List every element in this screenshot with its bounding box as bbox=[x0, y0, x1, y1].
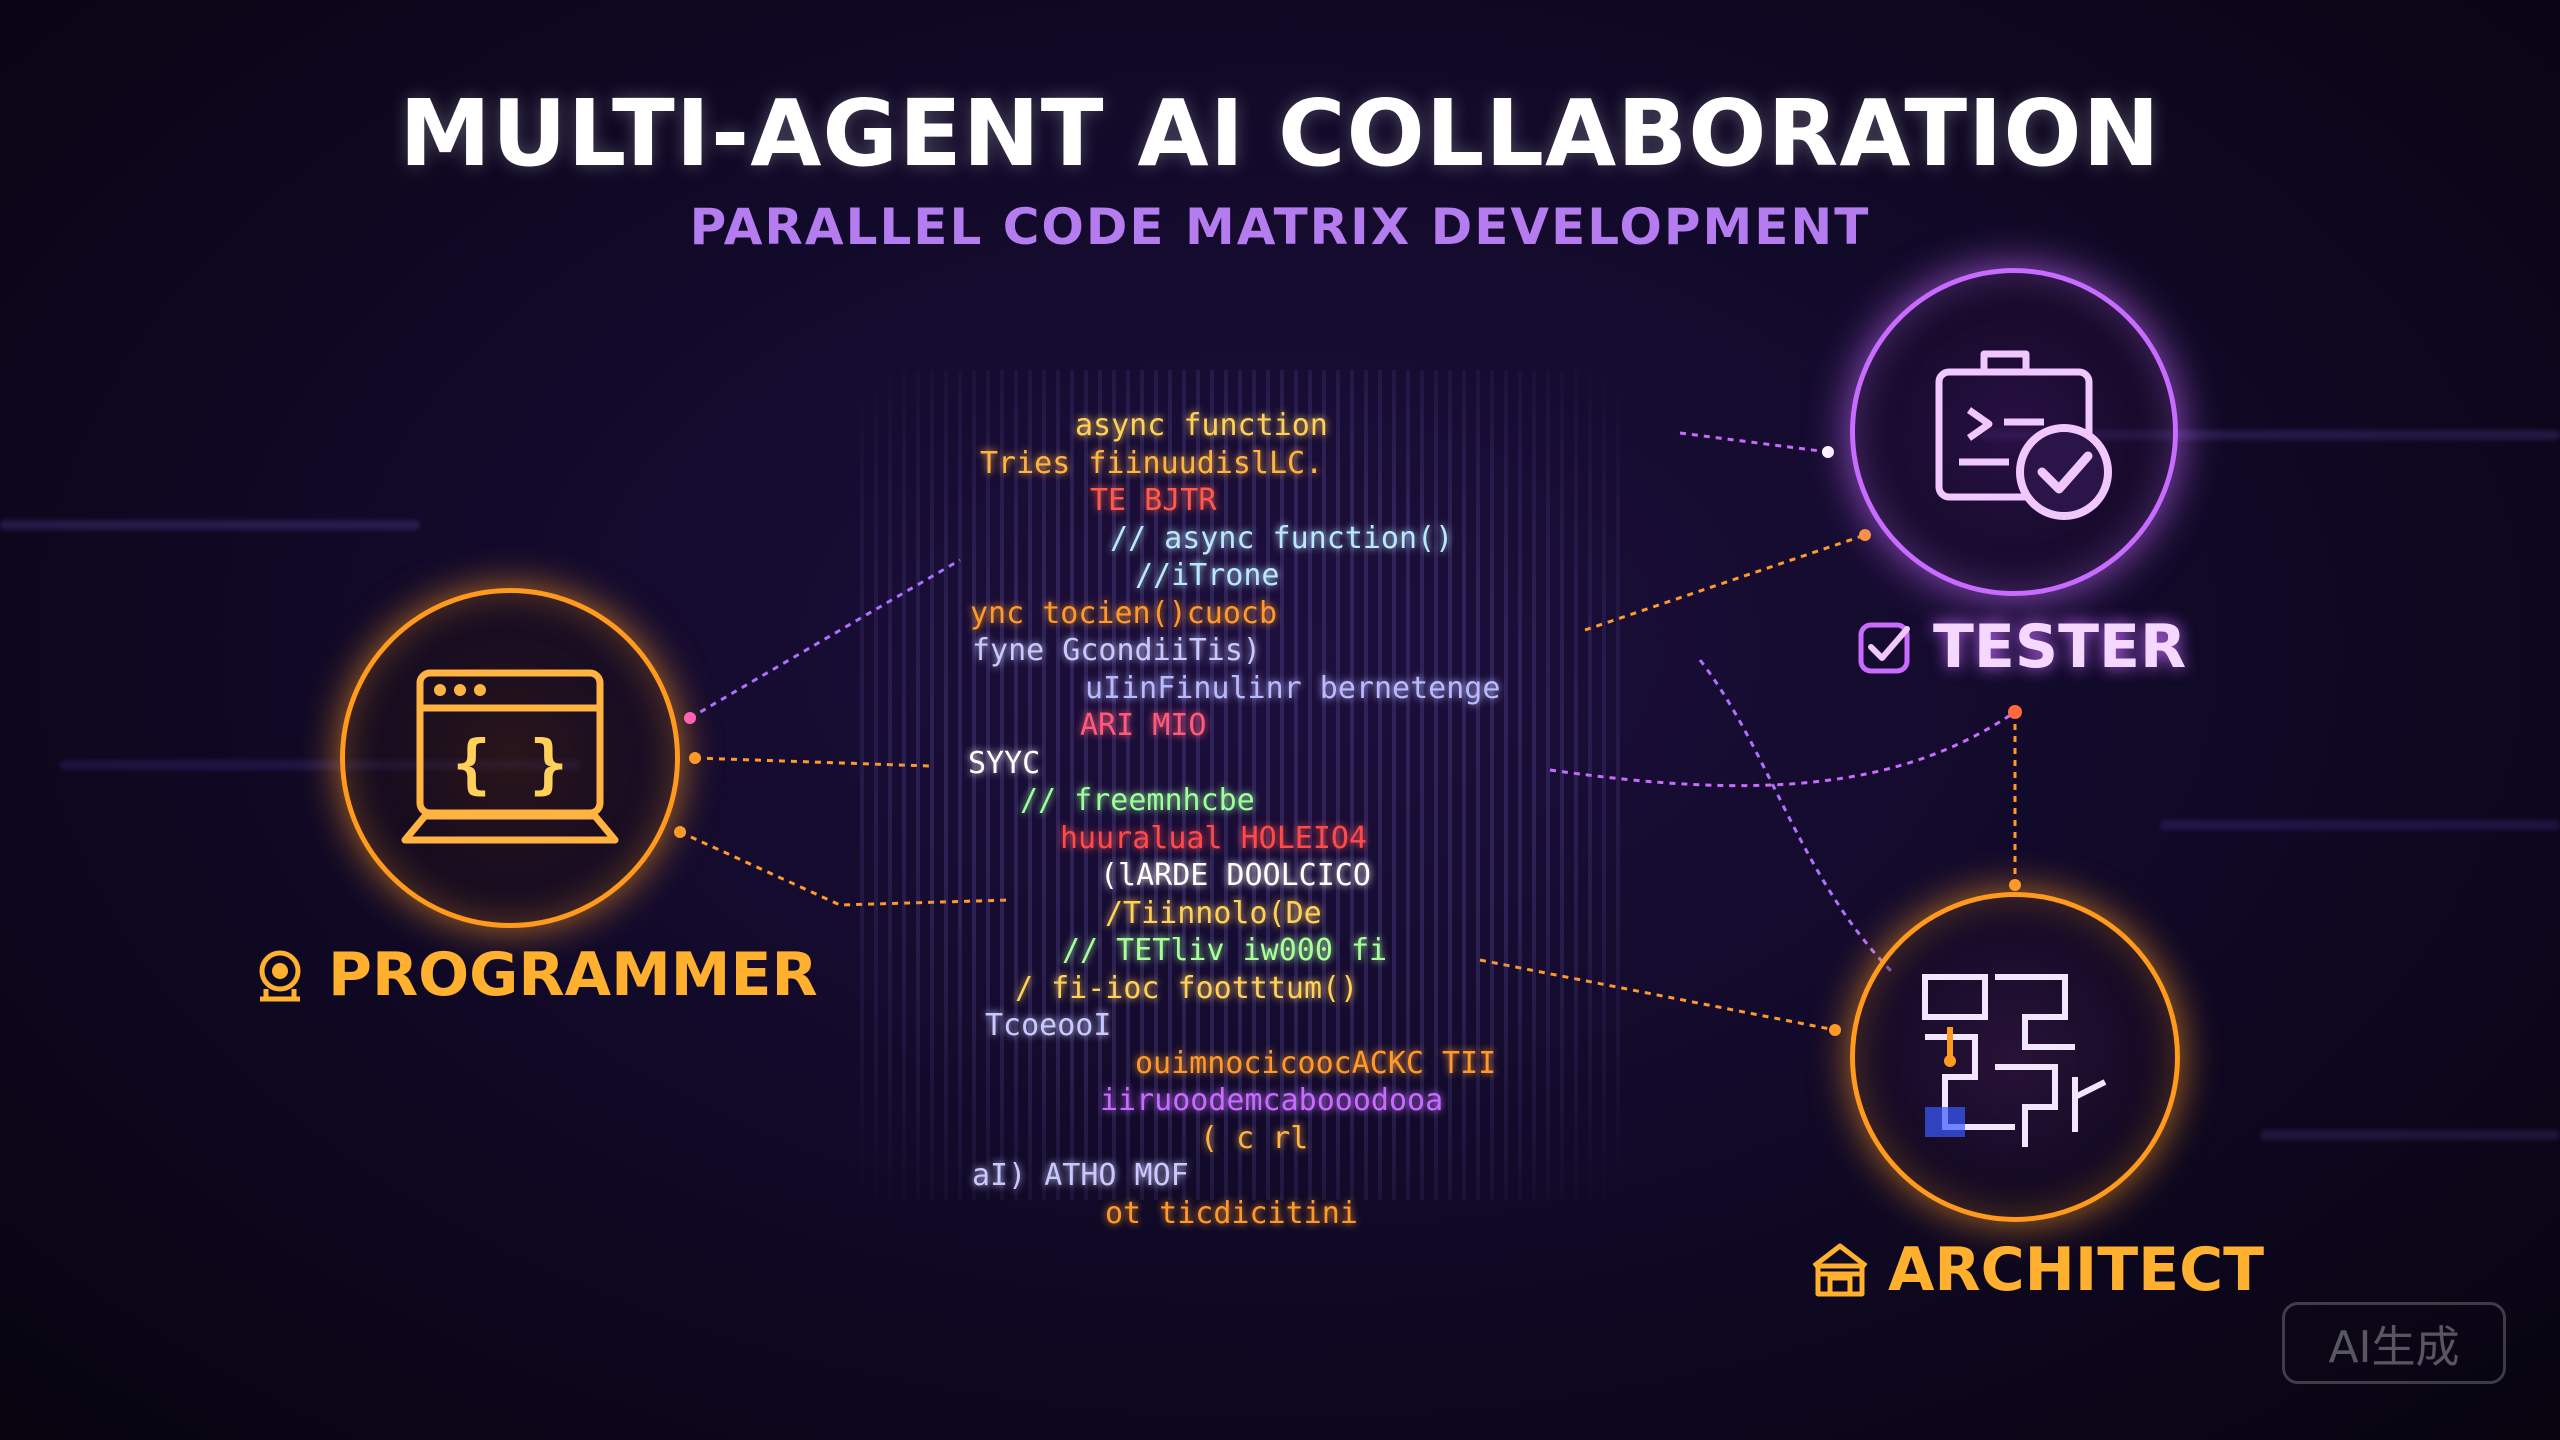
link-code-architect-low bbox=[1479, 958, 1836, 1032]
architect-label-text: ARCHITECT bbox=[1888, 1235, 2265, 1305]
link-programmer-code-top bbox=[689, 558, 961, 720]
code-line: TE BJTR bbox=[1090, 483, 1217, 518]
tester-agent[interactable] bbox=[1850, 268, 2178, 596]
code-line: //iTrone bbox=[1135, 558, 1280, 593]
code-line: aI) ATHO MOF bbox=[972, 1158, 1189, 1193]
blueprint-icon bbox=[1922, 974, 2107, 1147]
code-line: iiruoodemcabooodooa bbox=[1100, 1083, 1444, 1118]
code-line: ( c rl bbox=[1200, 1120, 1309, 1156]
code-line: ouimnocicoocACKC TII bbox=[1135, 1045, 1497, 1081]
programmer-label: PROGRAMMER bbox=[250, 940, 818, 1010]
ai-generated-badge: AI生成 bbox=[2282, 1302, 2506, 1384]
robot-icon bbox=[259, 950, 301, 1002]
code-line: // async function() bbox=[1110, 520, 1454, 556]
code-line: (lARDE DOOLCICO bbox=[1100, 858, 1371, 893]
code-line: /Tiinnolo(De bbox=[1105, 895, 1322, 931]
code-line: fyne GcondiiTis) bbox=[972, 633, 1261, 668]
clipboard-check-icon bbox=[1935, 350, 2112, 520]
page-title: MULTI-AGENT AI COLLABORATION bbox=[399, 80, 2161, 187]
code-line: / fi-ioc footttum() bbox=[1015, 970, 1359, 1006]
code-line: ARI MIO bbox=[1080, 708, 1207, 743]
code-line: // freemnhcbe bbox=[1020, 783, 1255, 818]
code-line: ot ticdicitini bbox=[1105, 1195, 1358, 1231]
code-line: TcoeooI bbox=[985, 1008, 1112, 1043]
code-line: ync tocien()cuocb bbox=[970, 595, 1278, 631]
programmer-label-text: PROGRAMMER bbox=[328, 940, 818, 1010]
page-subtitle: PARALLEL CODE MATRIX DEVELOPMENT bbox=[689, 198, 1871, 256]
link-code-tester-curve bbox=[1549, 710, 2016, 788]
code-line: // TETliv iw000 fi bbox=[1062, 933, 1388, 968]
tester-label: TESTER bbox=[1855, 612, 2186, 682]
ai-badge-text: AI生成 bbox=[2328, 1322, 2460, 1373]
code-line: async function bbox=[1075, 408, 1328, 443]
browser-code-icon: { } bbox=[401, 669, 619, 844]
svg-text:{ }: { } bbox=[452, 728, 568, 802]
link-code-tester-mid bbox=[1584, 533, 1866, 632]
code-line: huuralual HOLEIO4 bbox=[1060, 820, 1368, 856]
link-code-architect-curve bbox=[1698, 659, 1897, 977]
architect-agent[interactable] bbox=[1850, 892, 2180, 1222]
programmer-agent[interactable]: { } bbox=[340, 588, 680, 928]
tester-label-text: TESTER bbox=[1933, 612, 2187, 682]
link-programmer-code-mid bbox=[694, 756, 931, 768]
link-programmer-code-low bbox=[679, 830, 1011, 907]
link-code-tester-top bbox=[1679, 431, 1829, 454]
code-matrix bbox=[860, 370, 1620, 1200]
checkbox-icon bbox=[1858, 622, 1910, 674]
code-line: SYYC bbox=[968, 745, 1041, 781]
code-line: Tries fiinuudislLC. bbox=[980, 445, 1324, 481]
code-line: uIinFinulinr bernetenge bbox=[1085, 670, 1501, 706]
architect-label: ARCHITECT bbox=[1810, 1235, 2264, 1305]
building-icon bbox=[1812, 1243, 1868, 1297]
